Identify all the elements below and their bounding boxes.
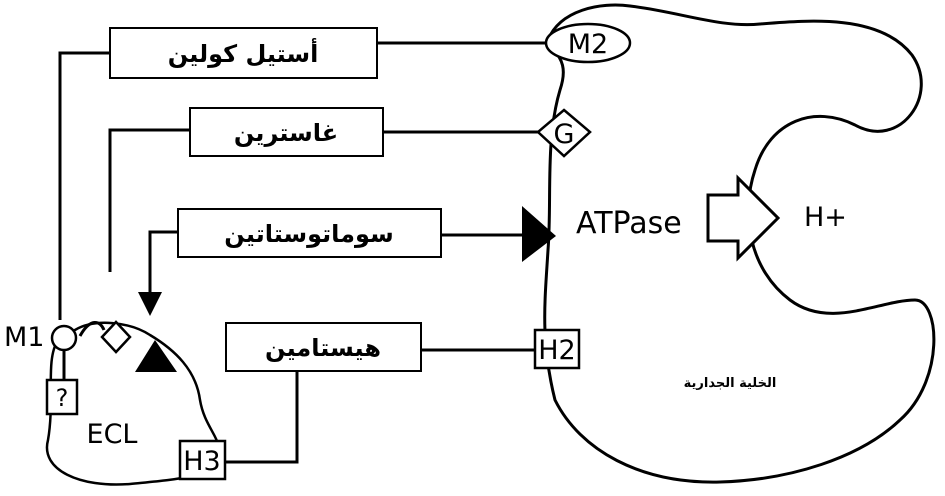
h3-receptor (178, 439, 227, 481)
somatostatin-ecl-line (148, 230, 178, 292)
m1-label: M1 (4, 322, 44, 353)
histamine-box (225, 322, 422, 372)
g-label: G (554, 119, 575, 150)
somatostatin-box (177, 208, 442, 258)
acetylcholine-label: أستيل كولين (168, 38, 319, 68)
h2-receptor (533, 328, 581, 370)
atpase-arrow-icon (706, 174, 781, 262)
histamine-label: هيستامين (265, 334, 381, 362)
histamine-h3-line (225, 362, 299, 464)
gastrin-box (189, 107, 384, 157)
m1-diamond-link (78, 321, 106, 337)
somatostatin-ecl-receptor-triangle (135, 340, 177, 372)
h3-label: H3 (183, 446, 220, 477)
atpase-label: ATPase (576, 206, 682, 241)
acetylcholine-box (109, 27, 378, 79)
gastrin-label: غاسترين (234, 119, 338, 147)
parietal-cell-label: الخلية الجدارية (684, 376, 777, 391)
unknown-receptor (45, 378, 79, 416)
ecl-label: ECL (87, 419, 138, 450)
somatostatin-receptor-triangle (522, 206, 556, 262)
gastrin-receptor-diamond (536, 108, 592, 158)
m2-label: M2 (568, 29, 608, 60)
parietal-cell-outline (543, 3, 936, 484)
unknown-label: ? (56, 384, 69, 412)
m1-receptor (50, 324, 78, 352)
gastrin-ecl-receptor-diamond (100, 320, 132, 354)
proton-label: H+ (804, 202, 847, 233)
h2-label: H2 (538, 335, 575, 366)
somatostatin-ecl-arrowhead (138, 292, 162, 316)
somatostatin-label: سوماتوستاتين (224, 220, 393, 248)
acetylcholine-m1-line (58, 51, 110, 320)
gastrin-ecl-line (108, 128, 190, 272)
m2-receptor (544, 22, 632, 64)
